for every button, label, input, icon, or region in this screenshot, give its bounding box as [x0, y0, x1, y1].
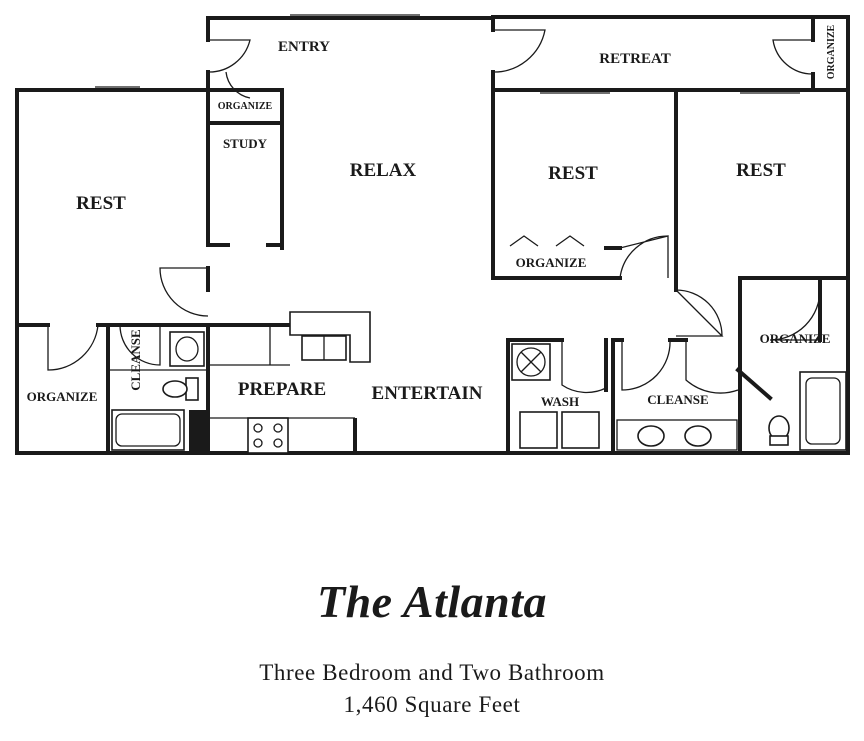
floor-plan: ENTRY RETREAT ORGANIZE ORGANIZE STUDY RE…: [15, 14, 850, 455]
washer-icon: [519, 411, 558, 449]
sink-icon: [637, 425, 665, 447]
fixtures: [95, 14, 847, 454]
plan-subtitle-bed-bath: Three Bedroom and Two Bathroom: [259, 660, 605, 685]
room-label-study-organize: ORGANIZE: [218, 101, 273, 112]
room-label-retreat: RETREAT: [599, 51, 670, 67]
sink-icon: [684, 425, 712, 447]
room-label-study: STUDY: [223, 136, 268, 151]
room-label-rest-middle: REST: [548, 163, 598, 184]
room-label-entertain: ENTERTAIN: [372, 383, 483, 404]
kitchen-sink-icon: [289, 311, 371, 363]
room-label-rest-right: REST: [736, 160, 786, 181]
room-label-entry: ENTRY: [278, 39, 330, 55]
room-label-middle-organize: ORGANIZE: [516, 255, 587, 270]
room-label-left-organize: ORGANIZE: [27, 389, 98, 404]
room-labels: ENTRY RETREAT ORGANIZE ORGANIZE STUDY RE…: [27, 24, 837, 409]
dryer-icon: [561, 411, 600, 449]
room-label-rest-left: REST: [76, 193, 126, 214]
plan-subtitle-square-feet: 1,460 Square Feet: [343, 692, 521, 717]
walls: [15, 15, 850, 455]
room-label-right-cleanse: CLEANSE: [647, 392, 708, 407]
bathtub-icon: [111, 409, 185, 451]
stove-icon: [247, 417, 289, 454]
refrigerator-icon: [189, 410, 208, 453]
room-label-relax: RELAX: [350, 160, 417, 181]
room-label-wash: WASH: [541, 394, 579, 409]
toilet-icon: [162, 377, 199, 401]
room-label-prepare: PREPARE: [238, 379, 326, 400]
door-swings: [47, 29, 821, 394]
room-label-right-organize: ORGANIZE: [760, 331, 831, 346]
toilet-icon: [768, 415, 790, 446]
bathtub-icon: [799, 371, 847, 451]
room-label-retreat-organize: ORGANIZE: [826, 24, 837, 79]
room-label-left-cleanse: CLEANSE: [128, 329, 143, 390]
plan-title: The Atlanta: [317, 576, 547, 627]
